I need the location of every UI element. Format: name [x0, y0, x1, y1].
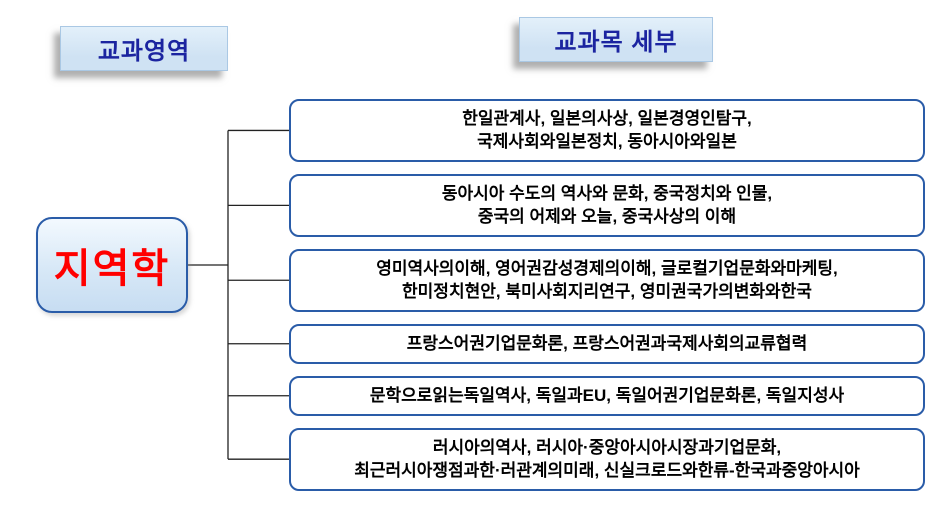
course-list: 한일관계사, 일본의사상, 일본경영인탐구, 국제사회와일본정치, 동아시아와일… [289, 99, 925, 491]
course-box: 영미역사의이해, 영어권감성경제의이해, 글로컬기업문화와마케팅, 한미정치현안… [289, 248, 925, 312]
root-label: 지역학 [53, 247, 171, 291]
course-box: 러시아의역사, 러시아·중앙아시아시장과기업문화, 최근러시아쟁점과한·러관계의… [289, 427, 925, 491]
header-subject-area-label: 교과영역 [97, 38, 191, 65]
course-box: 동아시아 수도의 역사와 문화, 중국정치와 인물, 중국의 어제와 오늘, 중… [289, 173, 925, 237]
header-course-detail-label: 교과목 세부 [554, 29, 678, 56]
course-box: 문학으로읽는독일역사, 독일과EU, 독일어권기업문화론, 독일지성사 [289, 375, 925, 416]
course-box: 한일관계사, 일본의사상, 일본경영인탐구, 국제사회와일본정치, 동아시아와일… [289, 99, 925, 162]
header-subject-area: 교과영역 [60, 26, 228, 71]
course-box: 프랑스어권기업문화론, 프랑스어권과국제사회의교류협력 [289, 323, 925, 364]
root-box: 지역학 [36, 217, 188, 313]
header-course-detail: 교과목 세부 [519, 17, 713, 62]
